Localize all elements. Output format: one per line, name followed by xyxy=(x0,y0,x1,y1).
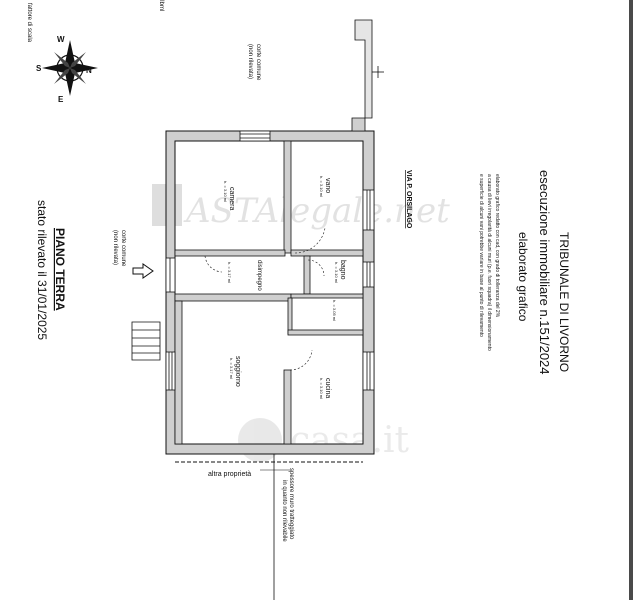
scale-fragment-unit: Ibml xyxy=(158,0,164,11)
room-soggiorno-name: soggiorno xyxy=(234,356,241,387)
room-cucina-height: h. = 3.10 ml xyxy=(319,378,324,399)
floor-name: PIANO TERRA xyxy=(53,228,67,311)
case-number-line: esecuzione immobiliare n.151/2024 xyxy=(537,170,552,375)
room-bagno-height: h. = 3.10 ml xyxy=(334,262,339,283)
top-right-extension xyxy=(351,19,384,132)
room-cucina-name: cucina xyxy=(324,378,331,398)
corte-comune-left-note: (non rilevata) xyxy=(112,230,118,265)
room-vano: vano h. = 3.10 ml xyxy=(319,176,331,197)
room-bagno: bagno h. = 3.10 ml xyxy=(334,260,346,283)
room-soggiorno-height: h. = 3.17 ml xyxy=(229,358,234,379)
door-swings xyxy=(204,227,326,371)
compass-rose: W N S E xyxy=(36,35,98,104)
street-name: VIA P. ORSILAGO xyxy=(405,170,412,229)
compass-west-label: W xyxy=(57,35,65,44)
wall-thickness-note-1: spessore muro tratteggiato xyxy=(288,468,294,540)
windows xyxy=(165,130,375,391)
corte-comune-top-label: corte comune xyxy=(255,44,261,81)
building-walls xyxy=(165,130,375,455)
property-boundary xyxy=(175,454,363,600)
room-camera-name: camera xyxy=(228,187,235,210)
room-disimpegno: disimpegno h. = 3.17 ml xyxy=(227,260,262,291)
room-ripostiglio: h. = 3.05 ml xyxy=(332,300,337,321)
note-line-2: a causa di lievi irregolarità di alcuni … xyxy=(486,174,492,351)
room-vano-height: h. = 3.10 ml xyxy=(319,176,324,197)
corte-comune-left-label: corte comune xyxy=(120,230,126,267)
entrance-arrow xyxy=(132,263,154,279)
casa-watermark: casa.it xyxy=(238,418,410,462)
room-disimpegno-name: disimpegno xyxy=(256,260,262,291)
window-frame-edge xyxy=(629,0,633,600)
entrance-door xyxy=(165,257,176,293)
asta-watermark: ASTAlegale.net xyxy=(152,184,450,231)
room-camera-height: h. = 3.10 ml xyxy=(223,181,228,202)
casa-watermark-text: casa.it xyxy=(290,420,410,461)
room-ripostiglio-height: h. = 3.05 ml xyxy=(332,300,337,321)
compass-east-label: E xyxy=(58,95,64,104)
note-line-3: e superficie di alcuni vani potrebbe var… xyxy=(478,174,484,337)
altra-proprieta-label: altra proprietà xyxy=(208,471,251,478)
external-stair xyxy=(131,321,161,361)
scale-fragment-label: fattore di scala xyxy=(26,3,32,43)
room-camera: camera h. = 3.10 ml xyxy=(223,181,235,210)
compass-north-label: N xyxy=(86,66,92,75)
document-type: elaborato grafico xyxy=(516,232,530,322)
tribunal-title: TRIBUNALE DI LIVORNO xyxy=(557,232,571,372)
room-soggiorno: soggiorno h. = 3.17 ml xyxy=(229,356,241,387)
room-vano-name: vano xyxy=(324,178,331,193)
room-disimpegno-height: h. = 3.17 ml xyxy=(227,262,232,283)
corte-comune-top-note: (non rilevata) xyxy=(247,44,253,79)
asta-watermark-text: ASTAlegale.net xyxy=(183,191,450,231)
room-cucina: cucina h. = 3.10 ml xyxy=(319,378,331,399)
note-line-1: elaborato grafico redatto con cad, con g… xyxy=(494,174,500,318)
compass-south-label: S xyxy=(36,64,42,73)
survey-date: stato rilevato il 31/01/2025 xyxy=(35,200,49,340)
wall-thickness-note-2: in quanto non rilevabile xyxy=(281,480,287,542)
room-bagno-name: bagno xyxy=(339,260,346,280)
